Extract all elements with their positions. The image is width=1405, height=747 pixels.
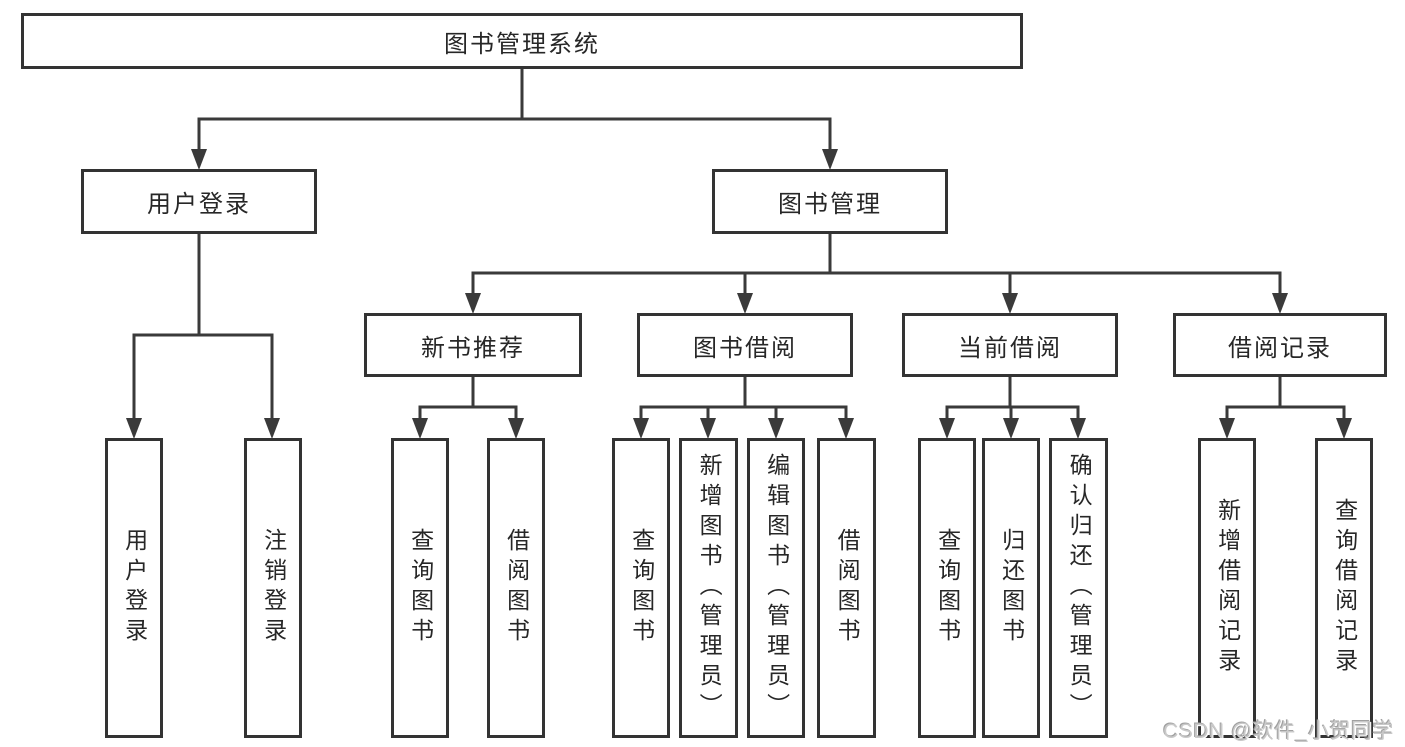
leaf-borrow-books: 借阅图书 (817, 438, 876, 738)
leaf-query-books-recommend: 查询图书 (391, 438, 449, 738)
connector-borrowrecords-to-leaves (1225, 375, 1346, 425)
leaf-user-login: 用户登录 (105, 438, 163, 738)
leaf-edit-book-admin: 编辑图书（管理员） (747, 438, 805, 738)
csdn-watermark: CSDN @软件_小贺同学 (1163, 720, 1394, 743)
leaf-confirm-return-admin: 确认归还（管理员） (1049, 438, 1108, 738)
node-book-borrowing: 图书借阅 (637, 313, 853, 377)
node-borrowing-records: 借阅记录 (1173, 313, 1387, 377)
node-user-login: 用户登录 (81, 169, 317, 234)
leaf-logout: 注销登录 (244, 438, 302, 738)
leaf-add-book-admin: 新增图书（管理员） (679, 438, 738, 738)
leaf-return-books: 归还图书 (982, 438, 1040, 738)
leaf-query-borrow-record: 查询借阅记录 (1315, 438, 1373, 738)
arrowhead (1070, 418, 1086, 439)
arrowhead (1002, 293, 1018, 314)
arrowhead (838, 418, 854, 439)
node-library-management-system: 图书管理系统 (21, 13, 1023, 69)
arrowhead (412, 418, 428, 439)
arrowhead (700, 418, 716, 439)
arrowhead (126, 418, 142, 439)
connector-bookborrow-to-leaves (639, 375, 848, 425)
node-current-borrowing: 当前借阅 (902, 313, 1118, 377)
arrowhead (633, 418, 649, 439)
connector-newbookrec-to-leaves (418, 375, 518, 425)
arrowhead (939, 418, 955, 439)
arrowhead (1272, 293, 1288, 314)
arrowhead (264, 418, 280, 439)
arrowhead (1336, 418, 1352, 439)
leaf-borrow-books-recommend: 借阅图书 (487, 438, 545, 738)
leaf-add-borrow-record: 新增借阅记录 (1198, 438, 1256, 738)
arrowhead (465, 293, 481, 314)
leaf-query-books-borrowing: 查询图书 (612, 438, 670, 738)
arrowhead (737, 293, 753, 314)
arrowhead (822, 149, 838, 170)
connector-currentborrow-to-leaves (945, 375, 1080, 425)
leaf-query-books-current: 查询图书 (918, 438, 976, 738)
connector-root-to-level2 (197, 67, 832, 154)
arrowhead (768, 418, 784, 439)
arrowhead (1003, 418, 1019, 439)
node-new-book-recommendation: 新书推荐 (364, 313, 582, 377)
connector-userlogin-to-leaves (132, 232, 274, 424)
arrowhead (508, 418, 524, 439)
node-book-management: 图书管理 (712, 169, 948, 234)
connector-bookmgmt-to-level3 (471, 232, 1282, 299)
arrowhead (191, 149, 207, 170)
arrowhead (1219, 418, 1235, 439)
